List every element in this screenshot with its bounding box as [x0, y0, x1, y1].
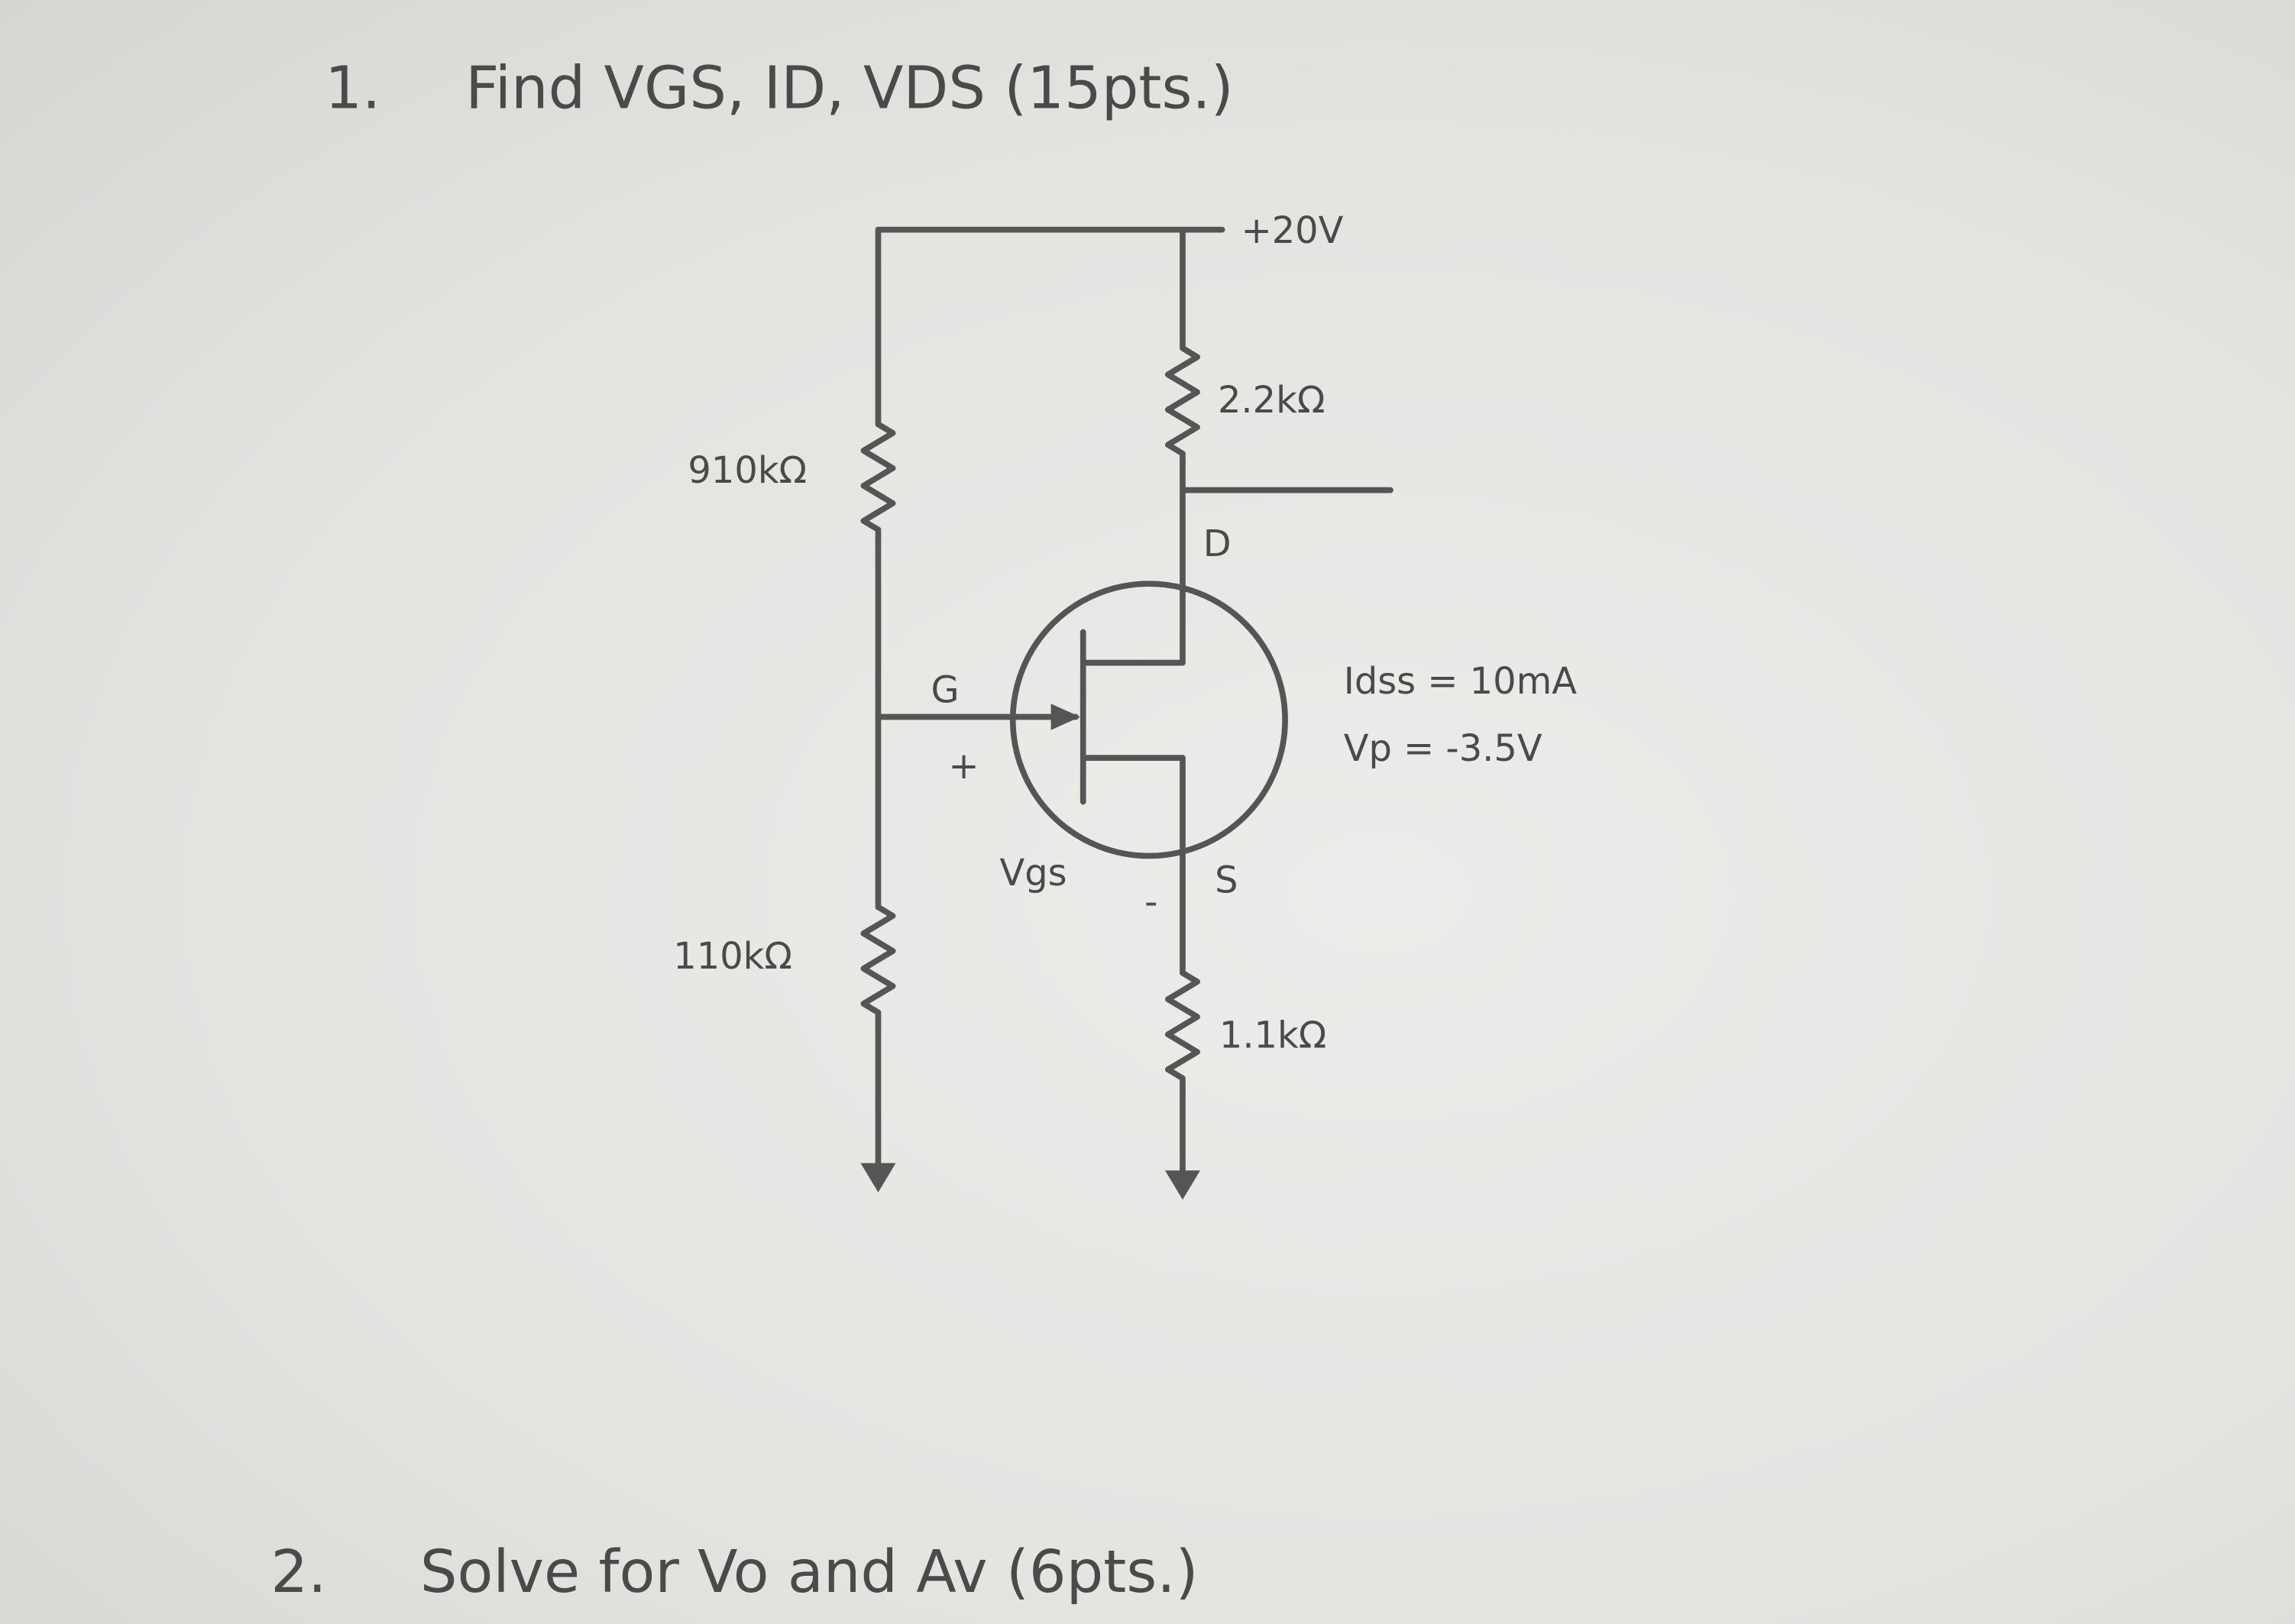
supply-label: +20V	[1241, 210, 1344, 252]
resistor-110k	[860, 904, 896, 1027]
question-2-text: Solve for Vo and Av (6pts.)	[420, 1538, 1199, 1606]
resistor-2-2k	[1164, 345, 1200, 468]
resistor-1-1k-label: 1.1kΩ	[1219, 1014, 1326, 1056]
vgs-minus: -	[1144, 882, 1157, 924]
resistor-910k	[860, 421, 896, 545]
jfet-circuit-diagram: +20V 910kΩ 110kΩ G + Vgs - D S 2.2kΩ 1.1…	[673, 210, 1577, 1200]
resistor-910k-label: 910kΩ	[688, 450, 807, 492]
resistor-110k-label: 110kΩ	[673, 936, 792, 978]
question-2-number: 2.	[270, 1538, 326, 1606]
drain-label: D	[1203, 523, 1232, 565]
ground-icon-left	[860, 1163, 896, 1192]
ground-icon-right	[1164, 1170, 1200, 1200]
vgs-plus: +	[948, 746, 979, 788]
question-1-text: Find VGS, ID, VDS (15pts.)	[465, 55, 1233, 123]
vp-label: Vp = -3.5V	[1344, 728, 1542, 770]
gate-arrow-icon	[1050, 704, 1080, 730]
resistor-1-1k	[1164, 969, 1200, 1093]
jfet-symbol-circle	[1009, 581, 1288, 859]
gate-label: G	[931, 669, 959, 711]
source-wire	[1083, 755, 1186, 1174]
source-label: S	[1215, 859, 1238, 901]
idss-label: Idss = 10mA	[1344, 661, 1578, 703]
question-1-number: 1.	[325, 55, 380, 123]
resistor-2-2k-label: 2.2kΩ	[1218, 380, 1325, 422]
vgs-label: Vgs	[1000, 852, 1067, 894]
